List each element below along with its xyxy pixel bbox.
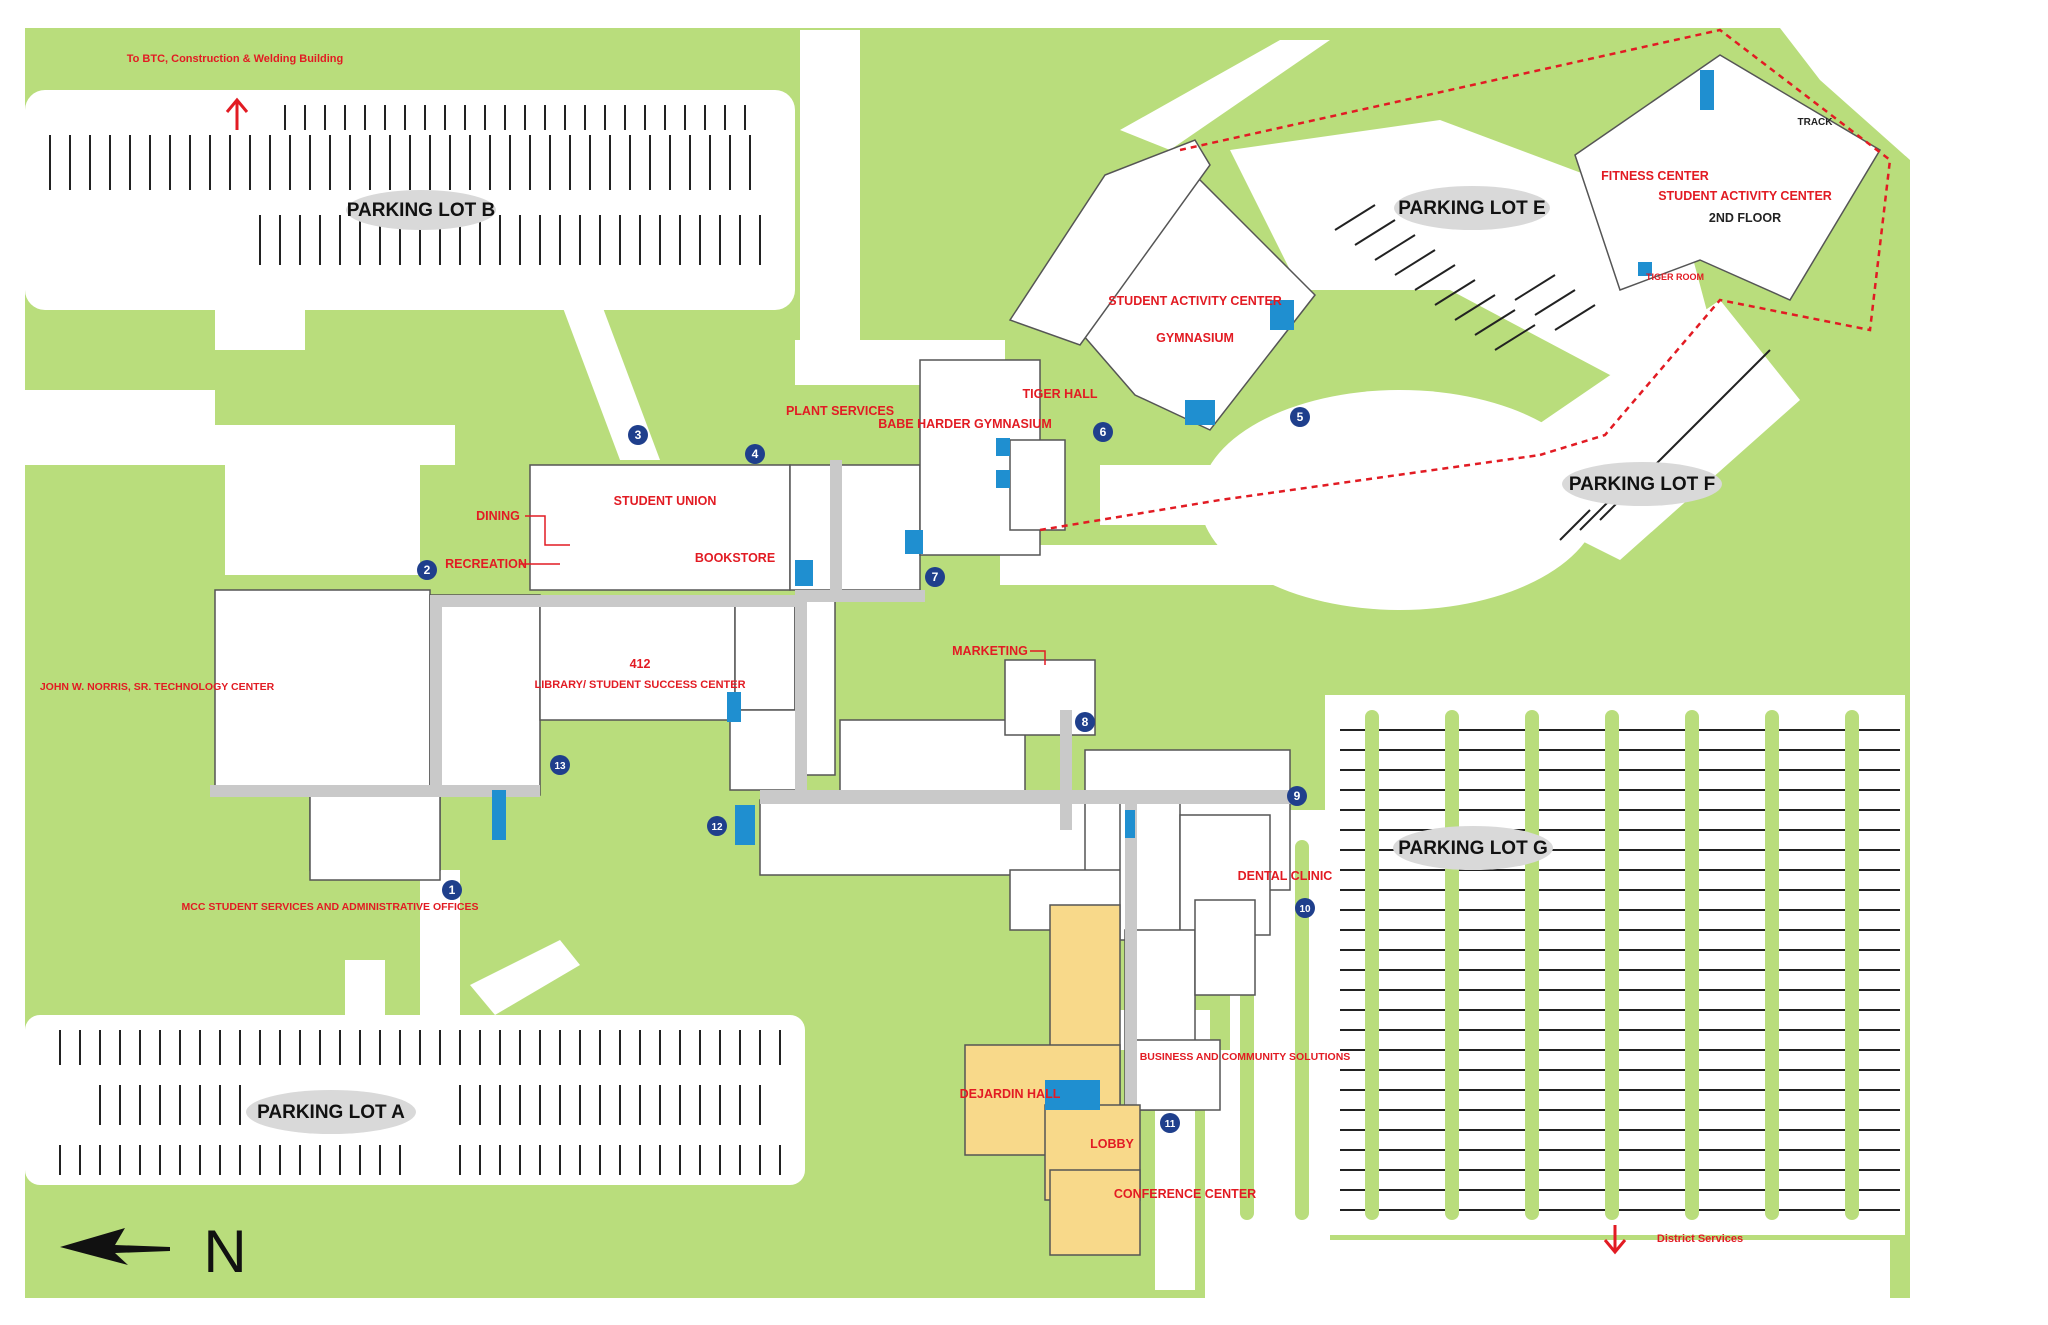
marker-9-num: 9	[1294, 789, 1301, 803]
marker-5[interactable]: 5	[1290, 407, 1310, 427]
student-union-label: STUDENT UNION	[614, 494, 717, 508]
lot-f-pill	[1562, 462, 1722, 506]
lot-f-label: PARKING LOT F	[1569, 474, 1715, 495]
district-arrow	[1603, 1225, 1627, 1255]
recreation-label: RECREATION	[445, 557, 527, 571]
tiger-hall-label: TIGER HALL	[1023, 387, 1098, 401]
btc-arrow	[225, 97, 249, 130]
marker-3[interactable]: 3	[628, 425, 648, 445]
marker-4-num: 4	[752, 447, 759, 461]
yellow-buildings	[964, 904, 1141, 1256]
library-label: LIBRARY/ STUDENT SUCCESS CENTER	[534, 679, 745, 691]
marker-9[interactable]: 9	[1287, 786, 1307, 806]
white-corner	[1780, 28, 1910, 160]
sac-label: STUDENT ACTIVITY CENTER	[1108, 294, 1282, 308]
marker-5-num: 5	[1297, 410, 1304, 424]
marker-11-num: 11	[1165, 1119, 1176, 1130]
north-compass: N	[60, 1218, 247, 1285]
second-floor-label: 2ND FLOOR	[1709, 211, 1781, 225]
library-num-label: 412	[630, 657, 651, 671]
district-note: District Services	[1657, 1233, 1743, 1245]
leader-lines	[520, 515, 1046, 665]
lot-b-label: PARKING LOT B	[347, 200, 495, 221]
marketing-label: MARKETING	[952, 644, 1028, 658]
dejardin-label: DEJARDIN HALL	[960, 1087, 1061, 1101]
bookstore-label: BOOKSTORE	[695, 551, 775, 565]
conference-label: CONFERENCE CENTER	[1114, 1187, 1256, 1201]
parking-lot-labels: PARKING LOT B PARKING LOT E PARKING LOT …	[246, 186, 1722, 1134]
norris-label: JOHN W. NORRIS, SR. TECHNOLOGY CENTER	[40, 681, 275, 693]
marker-10[interactable]: 10	[1295, 898, 1315, 918]
marker-2[interactable]: 2	[417, 560, 437, 580]
lot-a-pill	[246, 1090, 416, 1134]
marker-10-num: 10	[1299, 904, 1311, 915]
track-label: TRACK	[1798, 117, 1834, 128]
marker-8-num: 8	[1082, 715, 1089, 729]
lot-g-stripes	[1340, 729, 1900, 1211]
building-labels: STUDENT UNION DINING RECREATION BOOKSTOR…	[40, 117, 1833, 1201]
dental-label: DENTAL CLINIC	[1238, 869, 1333, 883]
lot-g-label: PARKING LOT G	[1398, 838, 1548, 859]
sac-2nd-floor-boundary	[1039, 28, 1892, 532]
compass-arrow-icon	[60, 1228, 170, 1265]
dining-label: DINING	[476, 509, 520, 523]
notes: To BTC, Construction & Welding Building …	[127, 53, 1743, 1255]
marker-1[interactable]: 1	[442, 880, 462, 900]
marker-13-num: 13	[554, 761, 566, 772]
gymnasium-label: GYMNASIUM	[1156, 331, 1234, 345]
entrance-markers: 1 2 3 4 5 6 7 8 9 10 11 12 13	[417, 407, 1315, 1133]
fitness-center-label: FITNESS CENTER	[1601, 169, 1709, 183]
marker-6-num: 6	[1100, 425, 1107, 439]
marker-7[interactable]: 7	[925, 567, 945, 587]
lot-e-pill	[1394, 186, 1550, 230]
marker-13[interactable]: 13	[550, 755, 570, 775]
parking-stripes	[49, 105, 781, 1175]
lobby-label: LOBBY	[1090, 1137, 1134, 1151]
marker-2-num: 2	[424, 563, 431, 577]
lot-e-label: PARKING LOT E	[1398, 198, 1545, 219]
lot-b-pill	[346, 190, 496, 230]
marker-7-num: 7	[932, 570, 939, 584]
babe-harder-label: BABE HARDER GYMNASIUM	[878, 417, 1052, 431]
plant-services-label: PLANT SERVICES	[786, 404, 894, 418]
marker-8[interactable]: 8	[1075, 712, 1095, 732]
business-label: BUSINESS AND COMMUNITY SOLUTIONS	[1140, 1051, 1351, 1063]
marker-6[interactable]: 6	[1093, 422, 1113, 442]
lot-a-label: PARKING LOT A	[257, 1102, 405, 1123]
marker-4[interactable]: 4	[745, 444, 765, 464]
marker-11[interactable]: 11	[1160, 1113, 1180, 1133]
compass-letter: N	[203, 1218, 246, 1285]
marker-1-num: 1	[449, 883, 456, 897]
lot-g-pill	[1393, 826, 1553, 870]
btc-note: To BTC, Construction & Welding Building	[127, 53, 344, 65]
tiger-room-label: TIGER ROOM	[1646, 272, 1704, 282]
mcc-label: MCC STUDENT SERVICES AND ADMINISTRATIVE …	[182, 901, 479, 913]
sac-2nd-label: STUDENT ACTIVITY CENTER	[1658, 189, 1832, 203]
corridors	[210, 460, 1300, 1130]
marker-12[interactable]: 12	[707, 816, 727, 836]
marker-3-num: 3	[635, 428, 642, 442]
blue-blocks	[492, 70, 1714, 1110]
marker-12-num: 12	[711, 822, 723, 833]
